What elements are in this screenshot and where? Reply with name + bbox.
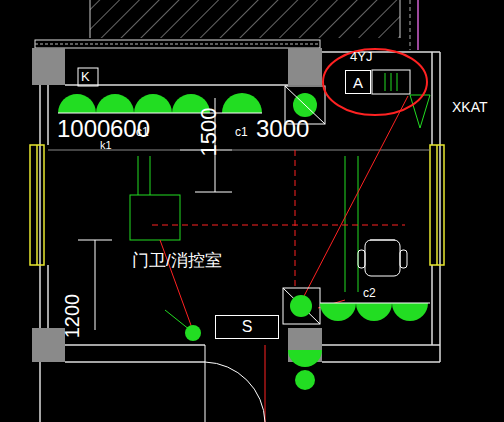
box-label: A [353,75,363,90]
box-label: S [242,319,253,335]
fixture-code: K [81,70,90,83]
equipment-box: A [345,70,371,94]
fixture-code: k1 [100,140,112,151]
fixture-code: c1 [235,126,248,138]
fixture-code: c1 [136,126,149,138]
fixture-code: c2 [363,287,376,299]
equipment-box: S [215,315,279,339]
dimension: 1000 [57,117,110,141]
panel-code: 4YJ [350,50,372,63]
dimension: 3000 [256,117,309,141]
panel-code: XKAT [452,100,488,114]
room-name: 门卫/消控室 [132,252,222,269]
dimension: 1500 [198,108,220,157]
dimension: 1200 [62,294,82,339]
